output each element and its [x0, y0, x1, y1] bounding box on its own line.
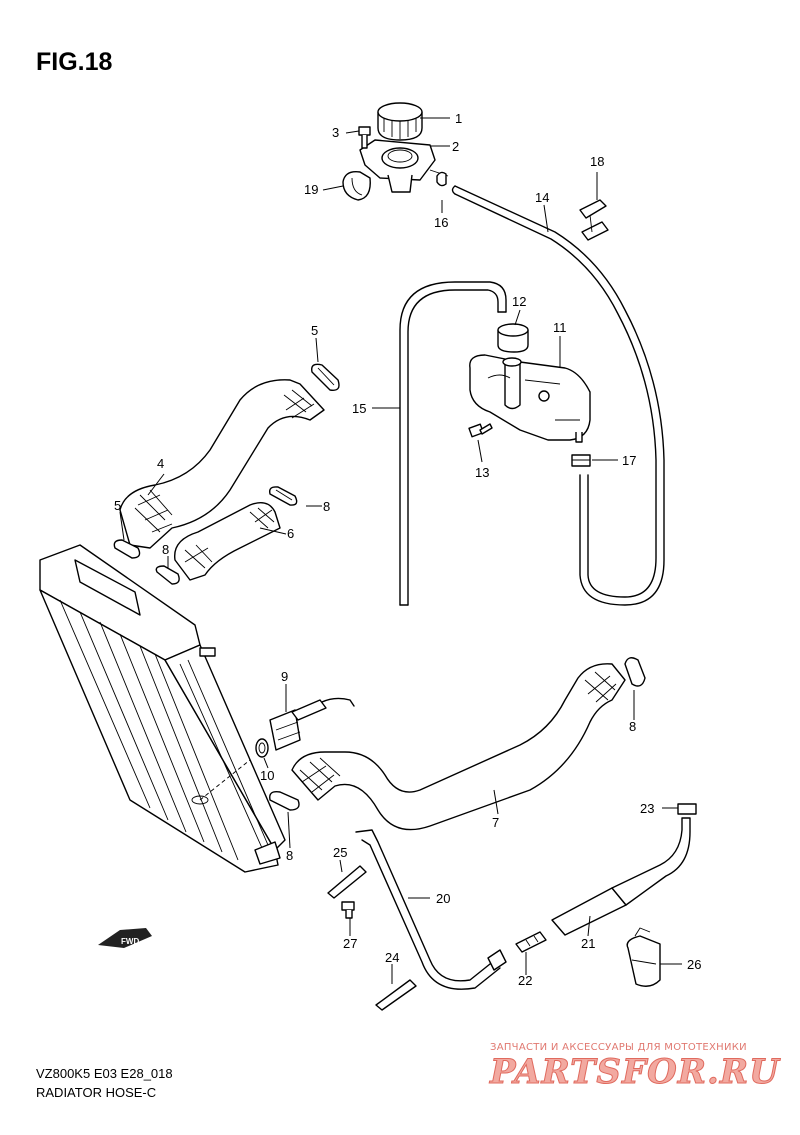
hose-clamp-8-lower[interactable] [155, 565, 180, 585]
callout-1: 1 [455, 111, 462, 126]
callout-23: 23 [640, 801, 654, 816]
callout-3: 3 [332, 125, 339, 140]
model-code: VZ800K5 E03 E28_018 [36, 1066, 173, 1081]
hose-clamp-5-lower[interactable] [113, 539, 141, 559]
clamp-18[interactable] [579, 199, 609, 241]
callout-5-upper: 5 [311, 323, 318, 338]
callout-numbers: 1 2 3 4 5 5 6 7 8 8 8 8 9 10 11 12 13 14… [114, 111, 701, 988]
callout-11: 11 [553, 320, 567, 335]
radiator-hose-7[interactable] [291, 663, 626, 831]
callout-22: 22 [518, 973, 532, 988]
watermark-logo: PARTSFOR.RU [490, 1052, 780, 1093]
clamp-19[interactable] [342, 171, 371, 201]
hose-clamp-8-upper[interactable] [268, 486, 298, 506]
callout-17: 17 [622, 453, 636, 468]
bolt-3[interactable] [358, 126, 371, 149]
callout-7: 7 [492, 815, 499, 830]
figure-title: FIG.18 [36, 48, 113, 76]
callout-8-right: 8 [629, 719, 636, 734]
callout-8-lower: 8 [286, 848, 293, 863]
fwd-arrow-icon: FWD [98, 928, 152, 948]
reservoir-tank[interactable] [469, 354, 591, 443]
callout-27: 27 [343, 936, 357, 951]
thermo-switch[interactable] [269, 697, 355, 751]
callout-19: 19 [304, 182, 318, 197]
callout-16: 16 [434, 215, 448, 230]
radiator[interactable] [39, 544, 286, 873]
callout-21: 21 [581, 936, 595, 951]
section-name: RADIATOR HOSE-C [36, 1085, 157, 1100]
clamp-25[interactable] [327, 865, 367, 899]
hose-21[interactable] [551, 817, 691, 936]
clip-16[interactable] [436, 171, 447, 187]
hose-clamp-8-right[interactable] [624, 657, 646, 687]
filler-neck[interactable] [359, 139, 449, 193]
clamp-24[interactable] [375, 979, 417, 1011]
callout-6: 6 [287, 526, 294, 541]
reservoir-cap[interactable] [497, 323, 529, 353]
clamp-23[interactable] [677, 803, 697, 815]
bolt-13[interactable] [468, 423, 493, 438]
hose-clamp-5-upper[interactable] [311, 363, 340, 391]
callout-13: 13 [475, 465, 489, 480]
fwd-label: FWD [121, 937, 139, 946]
callout-8-left: 8 [162, 542, 169, 557]
overflow-hose-14[interactable] [451, 185, 665, 606]
callout-15: 15 [352, 401, 366, 416]
hose-20[interactable] [355, 829, 507, 990]
joint-22[interactable] [515, 931, 547, 953]
callout-2: 2 [452, 139, 459, 154]
callout-24: 24 [385, 950, 399, 965]
leader-lines [119, 117, 682, 984]
callout-26: 26 [687, 957, 701, 972]
callout-10: 10 [260, 768, 274, 783]
callout-9: 9 [281, 669, 288, 684]
bracket-26[interactable] [626, 927, 661, 987]
watermark-tagline: ЗАПЧАСТИ И АКСЕССУАРЫ ДЛЯ МОТОТЕХНИКИ [490, 1042, 747, 1053]
bolt-27[interactable] [341, 901, 355, 919]
radiator-hose-6[interactable] [174, 502, 281, 581]
radiator-cap[interactable] [377, 102, 423, 141]
clamp-17[interactable] [571, 454, 591, 467]
callout-18: 18 [590, 154, 604, 169]
callout-8-upper: 8 [323, 499, 330, 514]
callout-12: 12 [512, 294, 526, 309]
callout-5-lower: 5 [114, 498, 121, 513]
callout-14: 14 [535, 190, 549, 205]
gasket-10[interactable] [255, 738, 269, 758]
callout-25: 25 [333, 845, 347, 860]
breather-hose-15[interactable] [399, 281, 507, 606]
hose-clamp-8-left[interactable] [269, 790, 300, 811]
callout-20: 20 [436, 891, 450, 906]
callout-4: 4 [157, 456, 164, 471]
